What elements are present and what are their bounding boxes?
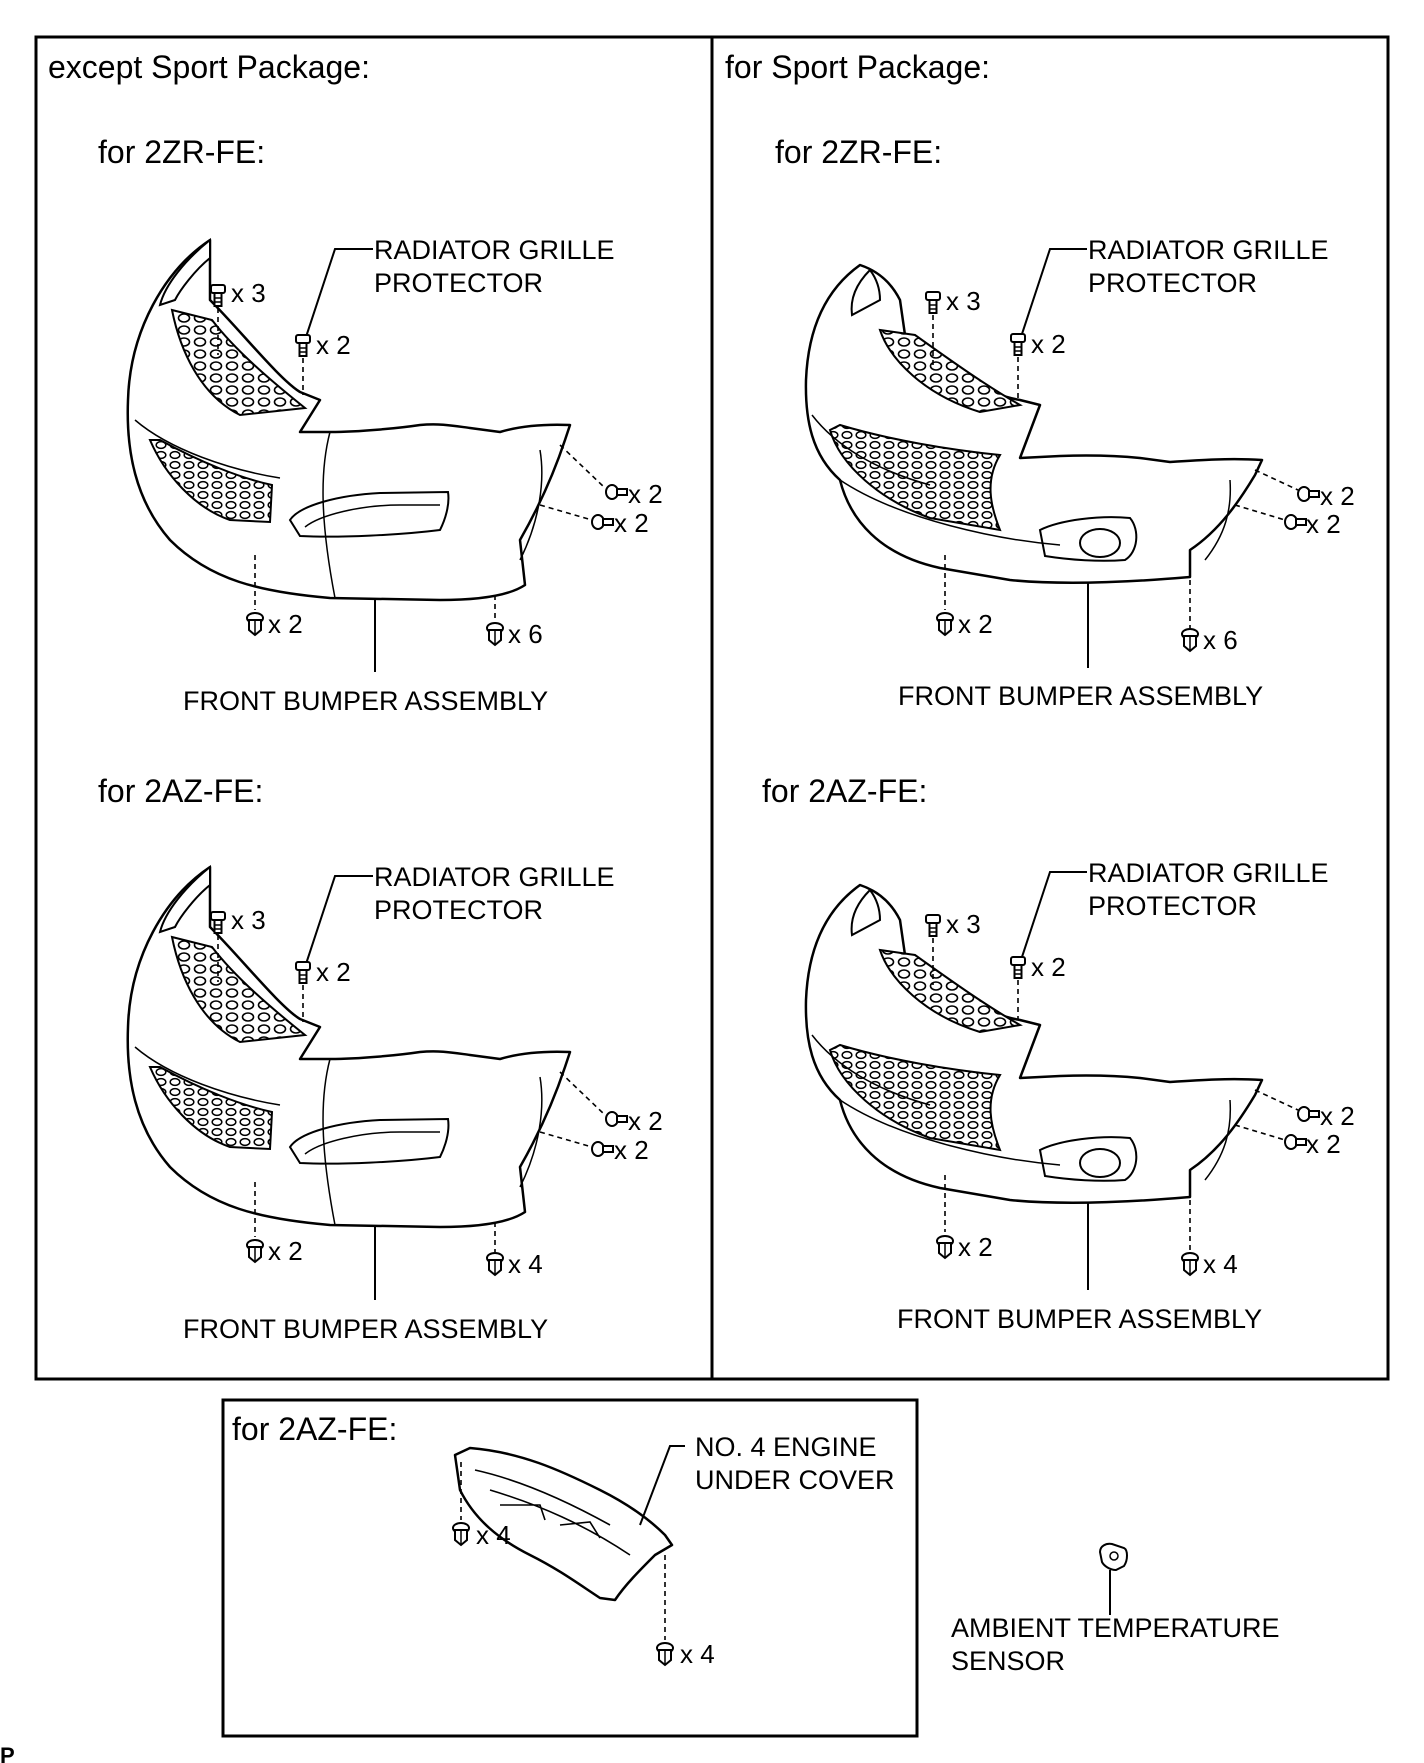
count-under-left: x 4 — [476, 1520, 511, 1550]
left-bottom-diagram: for 2AZ-FE: RADIATOR GRILLE PROTECTOR x … — [98, 773, 663, 1344]
clip-icon — [1181, 628, 1199, 652]
count-under-right: x 4 — [680, 1639, 715, 1669]
bolt-icon — [1010, 333, 1026, 356]
screw-icon — [591, 514, 614, 530]
count-side-lower: x 2 — [614, 508, 649, 538]
right-top-diagram: for 2ZR-FE: RADIATOR GRILLE PROTECTOR x … — [775, 134, 1355, 711]
assembly-label: FRONT BUMPER ASSEMBLY — [183, 686, 548, 716]
count-bottom-right: x 6 — [508, 619, 543, 649]
count-side-upper: x 2 — [628, 1106, 663, 1136]
bolt-icon — [295, 961, 311, 984]
clip-icon — [1181, 1252, 1199, 1276]
count-top-left: x 3 — [231, 905, 266, 935]
right-bottom-diagram: for 2AZ-FE: RADIATOR GRILLE PROTECTOR x … — [762, 773, 1355, 1334]
bolt-icon — [1010, 956, 1026, 979]
count-side-upper: x 2 — [1320, 481, 1355, 511]
count-side-lower: x 2 — [1306, 509, 1341, 539]
protector-label-line1: RADIATOR GRILLE — [1088, 235, 1329, 265]
screw-icon — [591, 1141, 614, 1157]
count-bottom-right: x 4 — [508, 1249, 543, 1279]
clip-icon — [936, 612, 954, 636]
screw-icon — [605, 484, 628, 500]
assembly-label: FRONT BUMPER ASSEMBLY — [898, 681, 1263, 711]
clip-icon — [656, 1642, 674, 1666]
clip-icon — [246, 612, 264, 636]
count-side-lower: x 2 — [614, 1135, 649, 1165]
clip-icon — [936, 1235, 954, 1259]
count-bottom-left: x 2 — [268, 609, 303, 639]
right-bottom-engine: for 2AZ-FE: — [762, 773, 927, 809]
count-bottom-left: x 2 — [958, 1232, 993, 1262]
screw-icon — [1297, 1106, 1320, 1122]
clip-icon — [452, 1522, 470, 1546]
left-bottom-engine: for 2AZ-FE: — [98, 773, 263, 809]
right-top-engine: for 2ZR-FE: — [775, 134, 942, 170]
screw-icon — [1284, 1134, 1307, 1150]
right-panel-frame — [710, 35, 1390, 1381]
count-bottom-right: x 4 — [1203, 1249, 1238, 1279]
assembly-label: FRONT BUMPER ASSEMBLY — [183, 1314, 548, 1344]
count-bottom-right: x 6 — [1203, 625, 1238, 655]
sport-bumper-illustration — [804, 263, 1264, 585]
screw-icon — [1297, 486, 1320, 502]
protector-label-line1: RADIATOR GRILLE — [1088, 858, 1329, 888]
under-cover-diagram: for 2AZ-FE: NO. 4 ENGINE UNDER COVER x 4… — [232, 1411, 895, 1669]
assembly-label: FRONT BUMPER ASSEMBLY — [897, 1304, 1262, 1334]
sensor-label-line2: SENSOR — [951, 1646, 1065, 1676]
under-cover-label-line1: NO. 4 ENGINE — [695, 1432, 877, 1462]
ambient-sensor-group: AMBIENT TEMPERATURE SENSOR — [951, 1542, 1280, 1676]
clip-icon — [486, 1252, 504, 1276]
count-bottom-left: x 2 — [268, 1236, 303, 1266]
bolt-icon — [925, 291, 941, 314]
protector-label-line2: PROTECTOR — [374, 895, 543, 925]
count-bottom-left: x 2 — [958, 609, 993, 639]
bolt-icon — [295, 334, 311, 357]
sport-bumper-illustration — [804, 883, 1264, 1205]
count-protector: x 2 — [1031, 329, 1066, 359]
clip-icon — [486, 622, 504, 646]
right-panel-title: for Sport Package: — [725, 49, 990, 85]
protector-label-line1: RADIATOR GRILLE — [374, 862, 615, 892]
left-top-diagram: for 2ZR-FE: RADIATOR GRILLE PROTECTOR x … — [98, 134, 663, 716]
protector-label-line1: RADIATOR GRILLE — [374, 235, 615, 265]
under-cover-frame — [221, 1398, 919, 1738]
count-side-upper: x 2 — [628, 479, 663, 509]
count-top-left: x 3 — [946, 286, 981, 316]
count-side-lower: x 2 — [1306, 1129, 1341, 1159]
bolt-icon — [925, 914, 941, 937]
protector-label-line2: PROTECTOR — [1088, 268, 1257, 298]
count-side-upper: x 2 — [1320, 1101, 1355, 1131]
protector-label-line2: PROTECTOR — [374, 268, 543, 298]
screw-icon — [605, 1111, 628, 1127]
left-top-engine: for 2ZR-FE: — [98, 134, 265, 170]
count-protector: x 2 — [316, 330, 351, 360]
temperature-sensor-icon — [1098, 1542, 1128, 1572]
count-top-left: x 3 — [946, 909, 981, 939]
left-panel-title: except Sport Package: — [48, 49, 370, 85]
sensor-label-line1: AMBIENT TEMPERATURE — [951, 1613, 1280, 1643]
clip-icon — [246, 1239, 264, 1263]
count-top-left: x 3 — [231, 278, 266, 308]
under-cover-engine: for 2AZ-FE: — [232, 1411, 397, 1447]
corner-mark: P — [0, 1743, 15, 1763]
count-protector: x 2 — [316, 957, 351, 987]
under-cover-label-line2: UNDER COVER — [695, 1465, 895, 1495]
screw-icon — [1284, 514, 1307, 530]
count-protector: x 2 — [1031, 952, 1066, 982]
protector-label-line2: PROTECTOR — [1088, 891, 1257, 921]
